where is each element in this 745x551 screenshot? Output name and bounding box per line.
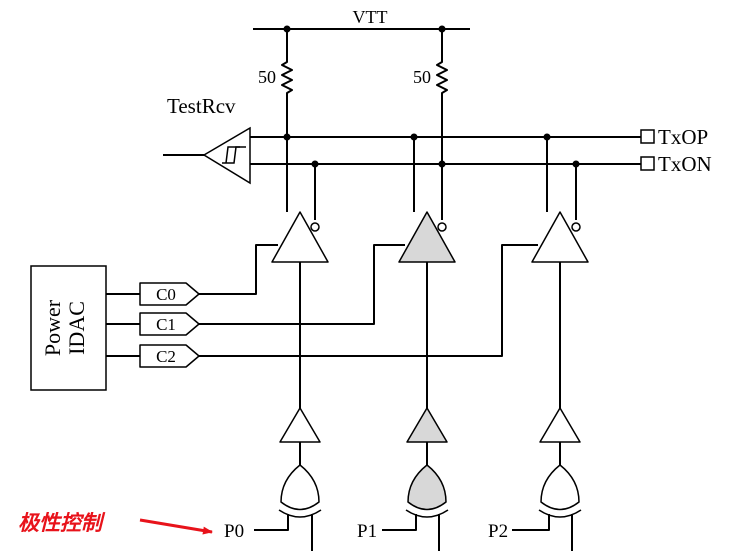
c2-label: C2 xyxy=(156,347,176,366)
txon-label: TxON xyxy=(658,152,712,176)
c2-wire xyxy=(199,244,538,357)
buffer-2 xyxy=(539,407,581,443)
driver-2 xyxy=(531,211,589,263)
test-receiver xyxy=(163,126,251,185)
driver-0 xyxy=(271,211,329,263)
buffer-1 xyxy=(406,407,448,443)
xor-gate-0 xyxy=(278,464,322,518)
resistor-right-label: 50 xyxy=(413,67,431,87)
resistor-left xyxy=(281,29,293,137)
vtt-label: VTT xyxy=(353,7,388,27)
junction-dots xyxy=(283,25,580,168)
c1-box xyxy=(139,312,200,336)
p1-label: P1 xyxy=(357,521,377,542)
xor-gate-1 xyxy=(405,464,449,518)
power-idac-block xyxy=(30,265,107,391)
c1-label: C1 xyxy=(156,315,176,334)
txop-pad xyxy=(640,129,655,144)
polarity-control-annotation: 极性控制 xyxy=(18,511,106,535)
p2-label: P2 xyxy=(488,521,508,542)
txon-pad xyxy=(640,156,655,171)
c0-box xyxy=(139,282,200,306)
txop-label: TxOP xyxy=(658,125,708,149)
p0-label: P0 xyxy=(224,521,244,542)
buffer-0 xyxy=(279,407,321,443)
annotation-arrow xyxy=(139,518,213,535)
xor-gate-2 xyxy=(538,464,582,518)
c0-wire xyxy=(199,244,278,295)
test-receiver-label: TestRcv xyxy=(167,94,236,118)
c0-label: C0 xyxy=(156,285,176,304)
driver-1 xyxy=(398,211,456,263)
c2-box xyxy=(139,344,200,368)
resistor-left-label: 50 xyxy=(258,67,276,87)
idac-label-line1: Power xyxy=(40,299,65,356)
c1-wire xyxy=(199,244,405,325)
resistor-right xyxy=(436,29,448,164)
idac-label-line2: IDAC xyxy=(64,301,89,355)
